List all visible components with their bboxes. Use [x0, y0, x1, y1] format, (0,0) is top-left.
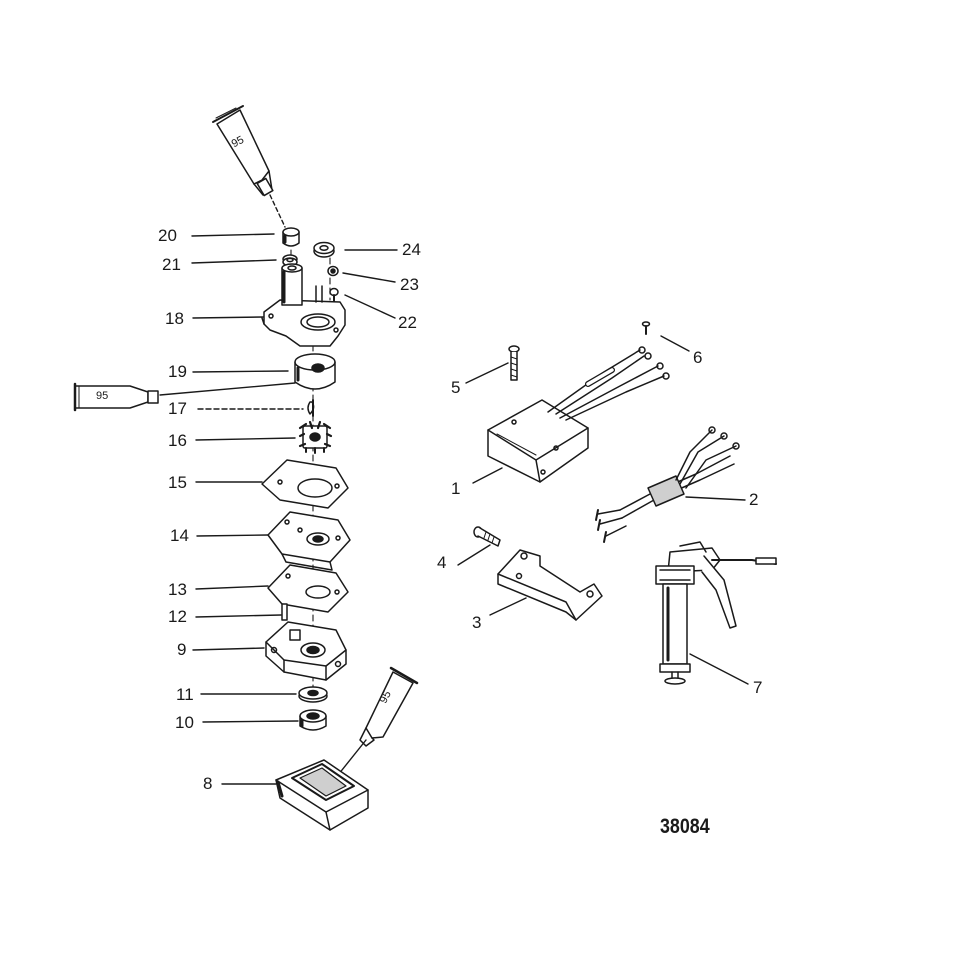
part-15-drawing: [261, 459, 349, 509]
part-1-drawing: [487, 346, 670, 483]
part-label-22: 22: [398, 313, 417, 332]
part-label-2: 2: [749, 490, 759, 509]
part-label-20: 20: [158, 226, 177, 245]
part-label-23: 23: [400, 275, 419, 294]
part-label-11: 11: [176, 685, 194, 704]
part-20-drawing: [282, 227, 300, 247]
part-label-6: 6: [693, 348, 703, 367]
part-label-21: 21: [162, 255, 181, 274]
part-16-drawing: [298, 420, 333, 454]
part-18-drawing: [261, 263, 346, 347]
part-label-7: 7: [753, 678, 763, 697]
part-label-19: 19: [168, 362, 187, 381]
part-label-5: 5: [451, 378, 461, 397]
part-4-drawing: [473, 526, 501, 547]
lubricant-tube-top-drawing: [212, 105, 274, 197]
part-19-drawing: [294, 353, 336, 390]
part-label-17: 17: [168, 399, 187, 418]
part-12-drawing: [281, 603, 288, 621]
lubricant-tube-left-drawing: [73, 382, 159, 412]
part-24-drawing: [313, 241, 335, 258]
part-17-drawing: [307, 399, 315, 417]
part-label-1: 1: [451, 479, 461, 498]
part-label-15: 15: [168, 473, 187, 492]
part-11-drawing: [298, 686, 328, 703]
part-label-8: 8: [203, 774, 213, 793]
part-10-drawing: [299, 709, 327, 731]
part-9-drawing: [265, 621, 347, 681]
part-label-9: 9: [177, 640, 187, 659]
part-22-drawing: [329, 287, 339, 303]
part-8-drawing: [275, 759, 369, 831]
part-label-3: 3: [472, 613, 482, 632]
part-label-16: 16: [168, 431, 187, 450]
lubricant-tube-label: 95: [96, 390, 109, 402]
part-5-drawing: [508, 345, 520, 381]
part-label-14: 14: [170, 526, 189, 545]
part-label-10: 10: [175, 713, 194, 732]
part-13-drawing: [267, 564, 349, 613]
part-label-18: 18: [165, 309, 184, 328]
drawing-number: 38084: [660, 815, 710, 838]
part-23-drawing: [327, 265, 339, 277]
part-2-drawing: [595, 426, 740, 543]
lubricant-tube-bottom-drawing: [359, 666, 419, 747]
part-3-drawing: [497, 549, 603, 621]
part-label-13: 13: [168, 580, 187, 599]
leader-lines: [159, 194, 749, 785]
part-14-drawing: [267, 511, 351, 571]
part-label-24: 24: [402, 240, 421, 259]
part-6-drawing: [641, 321, 651, 335]
part-7-drawing: [655, 541, 777, 685]
part-label-12: 12: [168, 607, 187, 626]
part-label-4: 4: [437, 553, 447, 572]
